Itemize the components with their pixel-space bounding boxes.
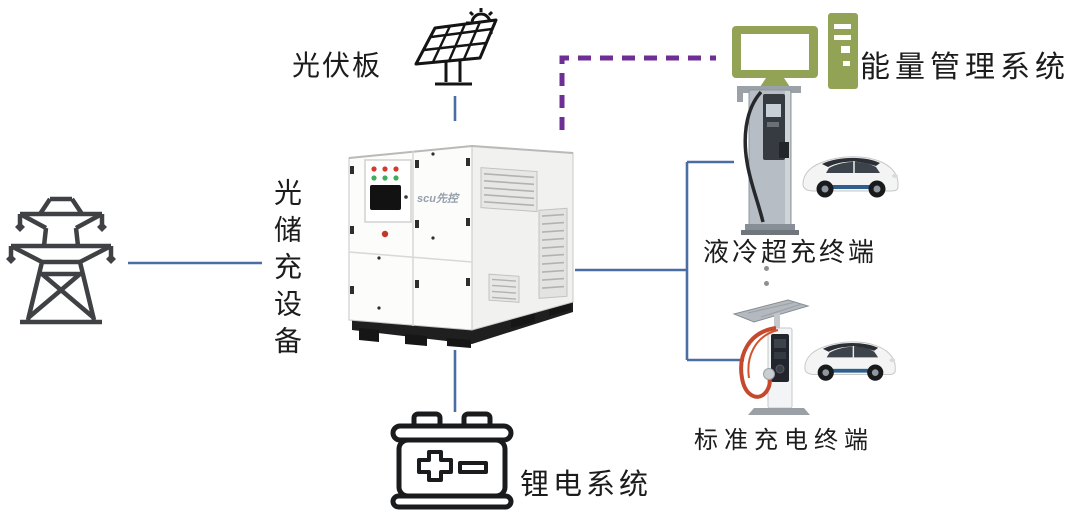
charger-screen <box>774 339 786 348</box>
more-terminals-dot-1 <box>764 266 769 271</box>
energy-storage-cabinet: scu先控 <box>348 144 574 348</box>
cabinet-logo: scu先控 <box>417 192 460 205</box>
standard-charger-icon <box>732 299 810 415</box>
cabinet-base <box>352 300 573 344</box>
label-standard-charging-terminal: 标准充电终端 <box>694 427 874 454</box>
charger-screen <box>766 104 781 117</box>
blue-connectors <box>128 96 744 412</box>
side-vent-grilles <box>480 167 568 303</box>
cabinet-red-button <box>381 230 389 238</box>
label-energy-management-system: 能量管理系统 <box>860 51 1070 84</box>
more-terminals-dot-2 <box>764 281 769 286</box>
battery-minus-terminal <box>458 461 488 474</box>
battery-icon <box>390 411 514 510</box>
label-pv-storage-charging-equipment: 光储充设备 <box>271 178 302 363</box>
ev-car-bottom-icon <box>804 341 896 381</box>
liquid-cooled-charger-icon <box>737 86 801 235</box>
charging-cable <box>743 90 765 223</box>
monitor-screen <box>741 34 809 70</box>
ems-computer-icon <box>732 13 858 92</box>
red-charging-cable <box>739 326 777 399</box>
battery-plus-terminal <box>417 450 453 482</box>
solar-panel-icon <box>414 8 498 86</box>
label-lithium-battery-system: 锂电系统 <box>520 469 653 501</box>
charging-gun-holster <box>779 142 789 158</box>
label-liquid-cooled-terminal: 液冷超充终端 <box>703 237 878 267</box>
charging-gun <box>763 368 775 380</box>
dashed-line-cabinet-to-ems <box>559 55 716 130</box>
ev-car-top-icon <box>802 156 899 198</box>
indicator-lights <box>371 166 399 181</box>
cabinet-screen <box>370 185 401 210</box>
charger-solar-canopy <box>732 299 810 323</box>
label-pv-panel: 光伏板 <box>292 50 383 81</box>
transmission-tower-icon <box>6 196 116 325</box>
